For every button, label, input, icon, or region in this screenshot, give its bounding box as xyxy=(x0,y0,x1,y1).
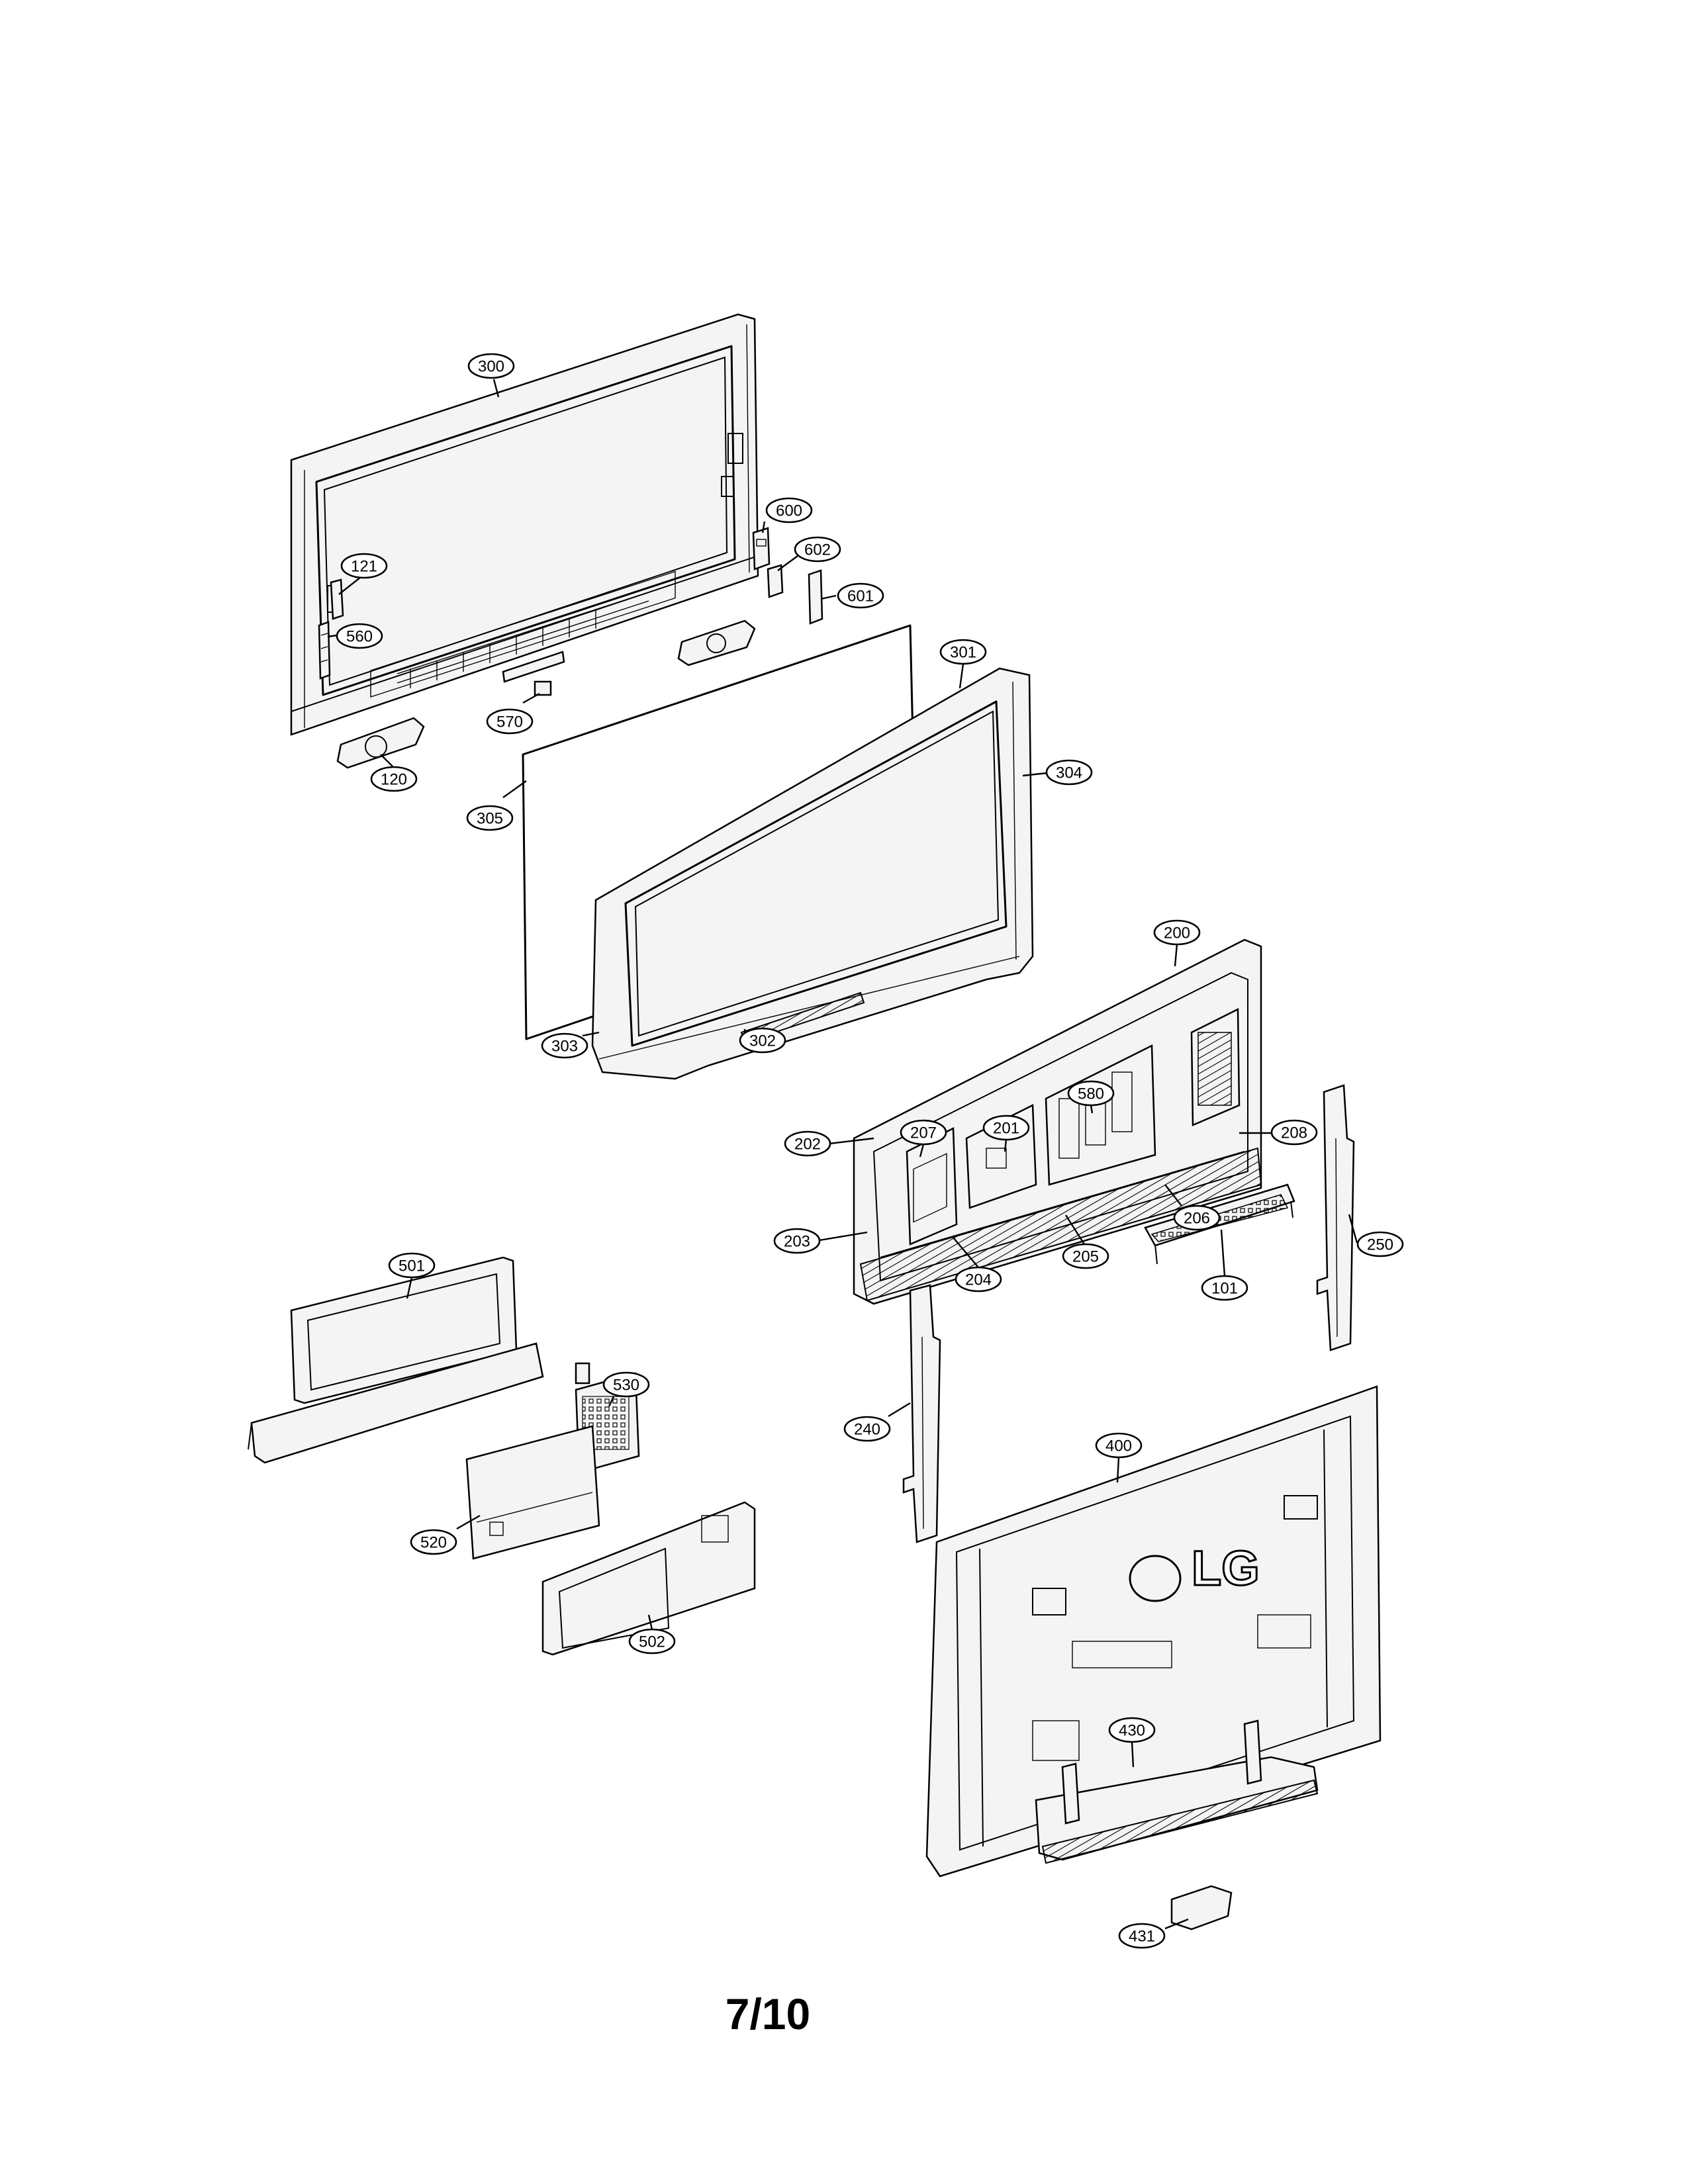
callout-205: 205 xyxy=(1062,1214,1109,1269)
callout-304: 304 xyxy=(1022,759,1093,786)
svg-text:302: 302 xyxy=(749,1032,776,1050)
svg-text:502: 502 xyxy=(639,1633,665,1651)
callout-400: 400 xyxy=(1095,1432,1143,1483)
front-bezel-part-300 xyxy=(290,313,759,736)
shield-bracket-part-501 xyxy=(248,1256,544,1464)
callout-121: 121 xyxy=(338,553,388,595)
page-number: 7/10 xyxy=(725,1989,811,2038)
svg-text:202: 202 xyxy=(794,1136,821,1154)
part-601 xyxy=(808,569,823,625)
callout-302: 302 xyxy=(739,1027,786,1054)
board-part-520 xyxy=(465,1425,600,1560)
callout-300: 300 xyxy=(467,353,515,398)
callout-202: 202 xyxy=(784,1130,874,1157)
svg-text:121: 121 xyxy=(351,558,377,576)
svg-text:430: 430 xyxy=(1119,1722,1145,1740)
callout-601: 601 xyxy=(820,582,884,609)
callout-200: 200 xyxy=(1153,919,1201,967)
callout-240: 240 xyxy=(843,1402,911,1442)
callout-208: 208 xyxy=(1239,1119,1318,1146)
callout-301: 301 xyxy=(939,639,987,689)
callout-120: 120 xyxy=(370,754,418,792)
part-121 xyxy=(330,578,344,620)
svg-text:301: 301 xyxy=(950,644,976,662)
callout-530: 530 xyxy=(602,1371,650,1407)
svg-text:101: 101 xyxy=(1211,1280,1238,1298)
callout-203: 203 xyxy=(773,1228,868,1254)
svg-text:431: 431 xyxy=(1129,1928,1155,1946)
svg-text:400: 400 xyxy=(1105,1437,1132,1455)
stand-bracket-part-240 xyxy=(902,1284,941,1543)
part-560 xyxy=(318,621,331,680)
svg-text:305: 305 xyxy=(477,810,503,828)
callout-560: 560 xyxy=(327,623,383,649)
svg-text:600: 600 xyxy=(776,502,802,520)
svg-text:300: 300 xyxy=(478,358,504,376)
callout-602: 602 xyxy=(777,536,841,571)
callout-570: 570 xyxy=(486,692,540,735)
svg-text:206: 206 xyxy=(1184,1210,1210,1228)
part-600 xyxy=(752,527,771,570)
callout-207: 207 xyxy=(900,1119,947,1158)
svg-text:250: 250 xyxy=(1367,1236,1393,1254)
callouts-layer: 300 600 602 601 121 560 570 120 xyxy=(327,353,1404,1949)
part-431 xyxy=(1170,1885,1233,1931)
svg-text:570: 570 xyxy=(496,713,523,731)
brand-logo-text: LG xyxy=(1192,1541,1260,1596)
svg-text:203: 203 xyxy=(784,1233,810,1251)
svg-text:530: 530 xyxy=(613,1377,639,1394)
callout-580: 580 xyxy=(1067,1080,1115,1114)
stand-bracket-part-250 xyxy=(1316,1084,1355,1351)
callout-520: 520 xyxy=(410,1514,481,1555)
svg-text:204: 204 xyxy=(965,1271,992,1289)
svg-text:207: 207 xyxy=(910,1124,937,1142)
callout-250: 250 xyxy=(1348,1214,1404,1257)
svg-text:205: 205 xyxy=(1072,1248,1099,1266)
svg-text:208: 208 xyxy=(1281,1124,1307,1142)
callout-430: 430 xyxy=(1108,1717,1156,1768)
callout-303: 303 xyxy=(541,1031,600,1059)
svg-text:303: 303 xyxy=(551,1038,578,1056)
pcb-208 xyxy=(1190,1007,1241,1126)
svg-text:501: 501 xyxy=(399,1257,425,1275)
svg-text:601: 601 xyxy=(847,588,874,606)
svg-text:602: 602 xyxy=(804,541,831,559)
svg-text:560: 560 xyxy=(346,628,373,646)
chassis-frame-part-200 xyxy=(853,938,1262,1305)
part-570 xyxy=(502,651,565,696)
svg-text:200: 200 xyxy=(1164,925,1190,942)
svg-text:520: 520 xyxy=(420,1534,447,1552)
callout-204: 204 xyxy=(953,1237,1002,1293)
callout-502: 502 xyxy=(628,1614,676,1655)
stand-base-part-430 xyxy=(1035,1719,1319,1864)
svg-text:120: 120 xyxy=(381,771,407,789)
callout-206: 206 xyxy=(1164,1184,1221,1231)
pcb-580 xyxy=(1045,1044,1156,1186)
svg-text:201: 201 xyxy=(993,1120,1019,1138)
callout-431: 431 xyxy=(1118,1918,1189,1949)
callout-201: 201 xyxy=(982,1115,1030,1152)
speaker-part-120-right xyxy=(677,619,756,666)
callout-101: 101 xyxy=(1201,1229,1248,1301)
callout-501: 501 xyxy=(388,1252,436,1299)
callout-600: 600 xyxy=(761,497,813,533)
panel-frame-part-301 xyxy=(591,667,1034,1080)
svg-text:580: 580 xyxy=(1078,1085,1104,1103)
speaker-part-120-left xyxy=(336,717,425,769)
part-602 xyxy=(767,564,784,598)
bracket-part-502 xyxy=(541,1501,756,1656)
svg-text:304: 304 xyxy=(1056,764,1082,782)
callout-305: 305 xyxy=(466,780,527,831)
svg-text:240: 240 xyxy=(854,1421,880,1439)
